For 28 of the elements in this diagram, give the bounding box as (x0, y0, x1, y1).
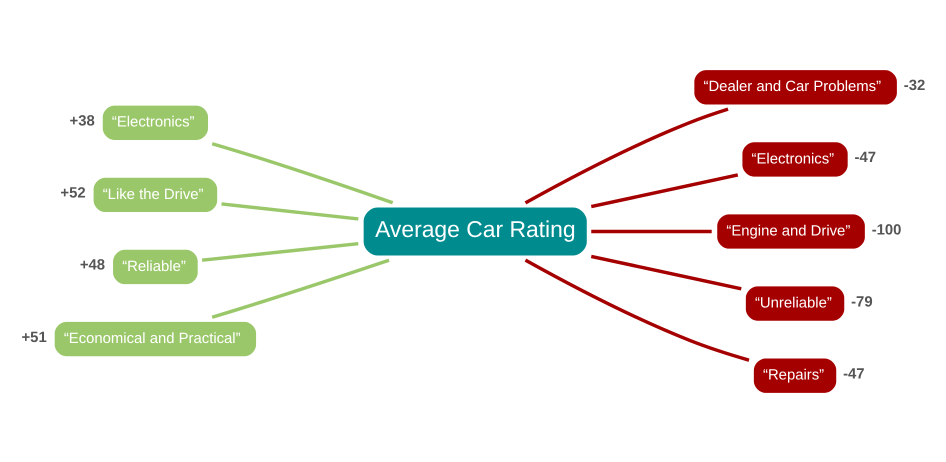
node-box: “Unreliable” (745, 286, 844, 320)
connector (590, 172, 738, 208)
connector (524, 258, 749, 362)
node-box: “Engine and Drive” (716, 214, 864, 248)
connector (211, 142, 393, 204)
node-label: -47 (842, 366, 864, 382)
node-label: +51 (21, 329, 46, 346)
node-box: “Dealer and Car Problems” (694, 70, 896, 104)
node-label: +48 (79, 257, 105, 274)
connector (201, 241, 358, 262)
node-label: -47 (854, 150, 876, 166)
node-label: +52 (60, 185, 86, 202)
connector (211, 258, 390, 318)
connector (524, 107, 728, 204)
connector (590, 254, 742, 290)
node-label: -100 (871, 222, 901, 238)
node-box: Average Car Rating (363, 206, 586, 256)
node-box: “Reliable” (112, 249, 198, 284)
node-box: “Electronics” (742, 142, 848, 176)
connector (590, 229, 712, 233)
node-box: “Repairs” (753, 358, 836, 392)
node-label: -32 (903, 78, 925, 94)
node-box: “Electronics” (102, 105, 208, 140)
node-box: “Economical and Practical” (54, 321, 256, 356)
node-box: “Like the Drive” (93, 177, 217, 212)
node-label: +38 (69, 113, 94, 130)
node-label: -79 (850, 294, 872, 310)
connector (220, 202, 358, 220)
